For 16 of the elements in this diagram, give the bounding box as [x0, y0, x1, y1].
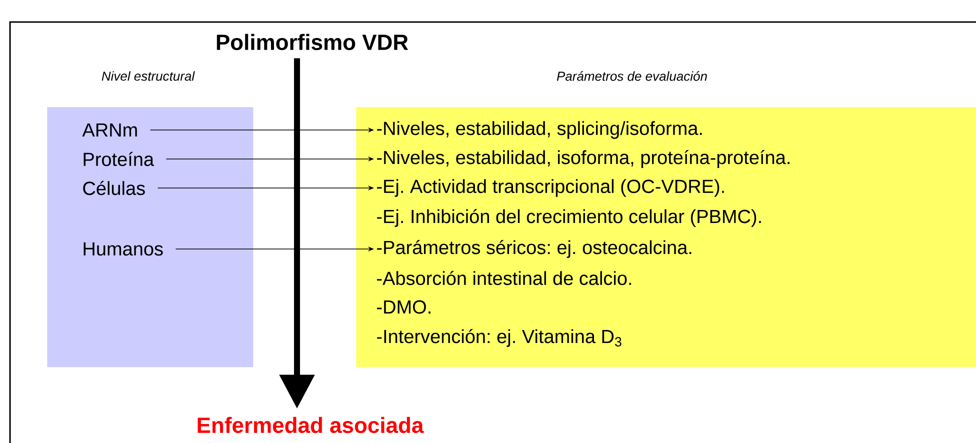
list-item: Proteína: [84, 152, 154, 166]
list-item: -Intervención: ej. Vitamina D$_{3}$: [377, 329, 622, 347]
list-item: Humanos: [84, 242, 163, 256]
heading: Polimorfismo VDR: [216, 34, 408, 50]
list-item: ARNm: [82, 123, 137, 137]
list-item: -Parámetros séricos: ej. osteocalcina.: [377, 240, 692, 258]
outcome-label: Enfermedad asociada: [198, 416, 424, 434]
panel-heading: Parámetros de evaluación: [556, 71, 707, 81]
list-item: -Absorción intestinal de calcio.: [377, 270, 632, 286]
list-item: -DMO.: [377, 300, 430, 314]
list-item: -Ej. Actividad transcripcional (OC-VDRE).: [377, 179, 724, 197]
list-item: -Niveles, estabilidad, isoforma, proteína-proteína.: [377, 150, 790, 168]
list-item: Células: [83, 180, 145, 196]
list-item: -Ej. Inhibición del crecimiento celular (PBMC).: [377, 209, 761, 227]
list-item: -Niveles, estabilidad, splicing/isoforma.: [377, 121, 702, 139]
panel-heading: Nivel estructural: [102, 71, 195, 81]
